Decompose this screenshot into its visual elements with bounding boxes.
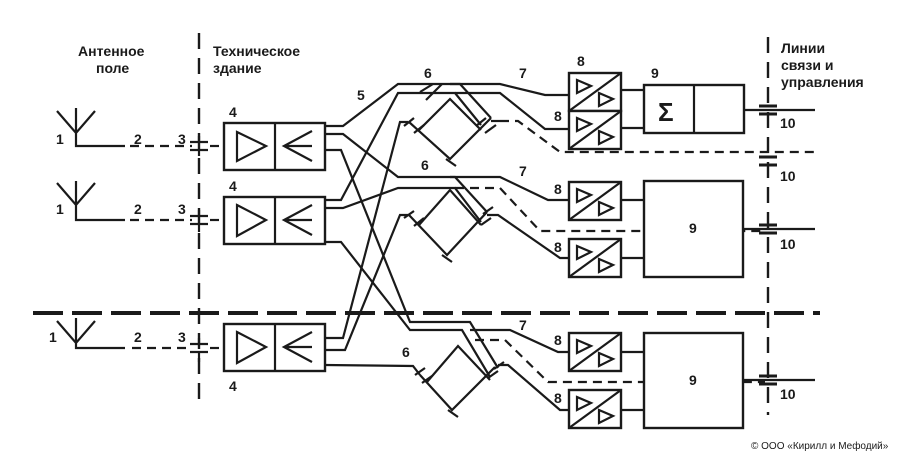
amplifier-icon [235,130,269,163]
receivers: 8 8 8 8 8 8 [554,53,623,430]
label-10: 10 [780,386,796,402]
label-4: 4 [229,178,237,194]
header-comm-lines: Линии связи и управления [781,40,864,90]
label-8: 8 [577,53,585,69]
antenna-chain-3: 1 2 3 [49,318,223,362]
label-6: 6 [402,344,410,360]
amplifier-icon [235,203,269,238]
antenna-chain-2: 1 2 3 [56,181,223,232]
receiver [567,331,623,373]
label-8: 8 [554,332,562,348]
antenna-chain-1: 1 2 3 [56,108,223,156]
label-3: 3 [178,329,186,345]
receiver [567,71,623,113]
copyright: © ООО «Кирилл и Мефодий» [751,440,889,452]
svg-text:Линии: Линии [781,40,825,56]
label-1: 1 [56,201,64,217]
splitter-icon [281,204,313,236]
label-8: 8 [554,108,562,124]
hybrid-1: 6 7 [403,65,815,167]
svg-text:здание: здание [213,60,262,76]
antenna-icon [56,318,125,350]
label-7: 7 [519,65,527,81]
label-5: 5 [357,87,365,103]
receiver [567,109,623,151]
sigma-icon: Σ [658,97,674,127]
entry-capacitor-icon [190,210,208,232]
label-7: 7 [519,317,527,333]
header-technical-building: Техническое здание [213,43,300,76]
label-9: 9 [651,65,659,81]
label-8: 8 [554,239,562,255]
label-9: 9 [689,372,697,388]
label-6: 6 [421,157,429,173]
label-6: 6 [424,65,432,81]
label-9: 9 [689,220,697,236]
splitter-icon [281,130,313,162]
entry-capacitor-icon [190,338,208,362]
svg-text:поле: поле [96,60,129,76]
label-3: 3 [178,131,186,147]
label-2: 2 [134,329,142,345]
amplifier-icon [235,330,269,365]
output-capacitor-icon [759,374,777,386]
label-8: 8 [554,181,562,197]
label-4: 4 [229,104,237,120]
processor-2: 9 [621,179,815,279]
antenna-icon [56,181,125,222]
label-2: 2 [134,131,142,147]
antenna-icon [56,108,125,148]
distribution-cables: 5 [324,82,460,376]
svg-text:управления: управления [781,74,864,90]
label-2: 2 [134,201,142,217]
splitter-icon [281,331,313,363]
label-8: 8 [554,390,562,406]
header-antenna-field: Антенное поле [78,43,145,76]
label-10: 10 [780,115,796,131]
output-capacitor-icon [759,223,777,235]
label-4: 4 [229,378,237,394]
output-terminals: 10 10 10 10 [759,104,796,402]
label-1: 1 [56,131,64,147]
label-10: 10 [780,236,796,252]
receiver [567,180,623,222]
receiver [567,388,623,430]
label-7: 7 [519,163,527,179]
output-capacitor-icon [759,104,777,116]
output-capacitor-icon [759,155,777,167]
label-1: 1 [49,329,57,345]
preamp-3: 4 [222,322,327,394]
combiner-sigma: Σ 9 [621,65,815,135]
svg-text:Антенное: Антенное [78,43,145,59]
svg-text:Техническое: Техническое [213,43,300,59]
receiver [567,237,623,279]
processor-3: 9 [621,331,815,430]
svg-text:связи и: связи и [781,57,833,73]
label-3: 3 [178,201,186,217]
preamp-2: 4 [222,178,327,246]
preamp-1: 4 [222,104,327,172]
entry-capacitor-icon [190,136,208,156]
label-10: 10 [780,168,796,184]
